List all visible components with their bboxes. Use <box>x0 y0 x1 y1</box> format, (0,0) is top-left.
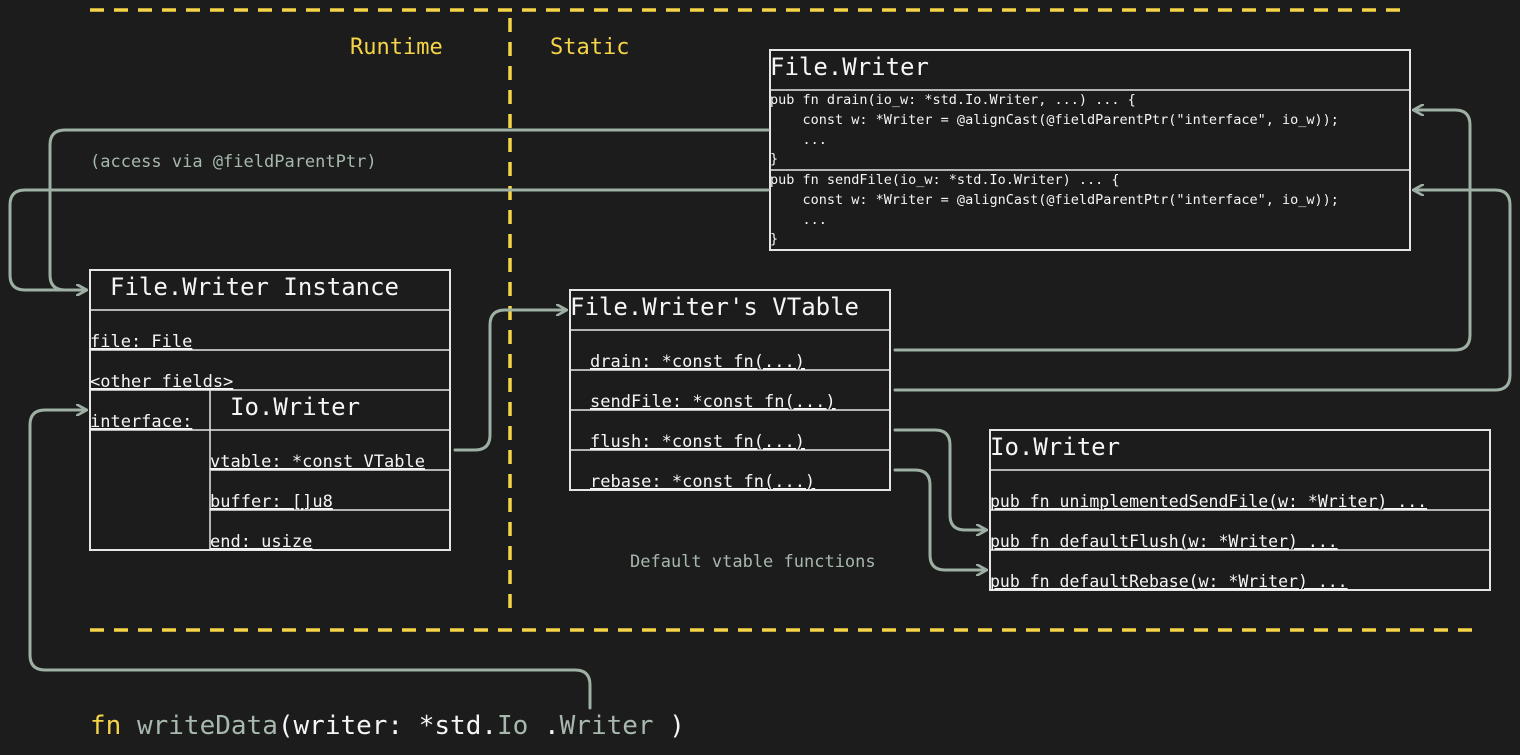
static-label: Static <box>550 35 629 60</box>
vtable-entry-sendfile: sendFile: *const fn(...) <box>590 392 836 412</box>
sendfile-line-2: const w: *Writer = @alignCast(@fieldPare… <box>770 192 1339 208</box>
fn-default-flush: pub fn defaultFlush(w: *Writer) ... <box>990 532 1338 551</box>
end-field: end: usize <box>210 532 312 552</box>
arrow-rebase-to-default-rebase <box>893 468 986 570</box>
file-field: file: File <box>90 332 192 352</box>
function-signature: fn writeData(writer: *std.Io .Writer ) <box>90 711 685 741</box>
embedded-io-writer-title: Io.Writer <box>230 393 360 421</box>
file-writer-title: File.Writer <box>770 53 929 81</box>
file-writer-box: File.Writer pub fn drain(io_w: *std.Io.W… <box>769 49 1411 251</box>
drain-line-1: pub fn drain(io_w: *std.Io.Writer, ...) … <box>770 92 1136 108</box>
arrow-sendfile-entry-to-sendfile <box>893 190 1512 392</box>
vtable-entry-drain: drain: *const fn(...) <box>590 352 805 372</box>
sendfile-line-4: } <box>770 231 778 247</box>
vtable-title: File.Writer's VTable <box>570 293 859 321</box>
fn-param-writer: Writer <box>560 711 654 741</box>
arrow-param-to-interface <box>28 410 592 710</box>
file-writer-instance-box: File.Writer Instance file: File <other f… <box>89 269 451 552</box>
buffer-field: buffer: []u8 <box>210 492 333 512</box>
fn-keyword: fn <box>90 711 121 741</box>
other-fields: <other fields> <box>90 372 233 392</box>
access-note: (access via @fieldParentPtr) <box>90 152 377 172</box>
interface-field: interface: <box>90 412 192 432</box>
drain-line-3: ... <box>770 132 827 148</box>
runtime-label: Runtime <box>350 35 443 60</box>
io-writer-title: Io.Writer <box>990 433 1120 461</box>
arrow-drain-entry-to-drain <box>893 110 1472 352</box>
sendfile-line-1: pub fn sendFile(io_w: *std.Io.Writer) ..… <box>770 172 1120 188</box>
vtable-entry-flush: flush: *const fn(...) <box>590 432 805 452</box>
instance-title: File.Writer Instance <box>110 273 399 301</box>
fn-params-close: ) <box>654 711 685 741</box>
arrow-vtable-field-to-vtable <box>453 310 566 452</box>
arrow-flush-to-default-flush <box>893 428 986 530</box>
arrow-sendfile-to-instance <box>8 188 770 290</box>
drain-line-2: const w: *Writer = @alignCast(@fieldPare… <box>770 112 1339 128</box>
drain-line-4: } <box>770 151 778 167</box>
fn-name: writeData <box>137 711 278 741</box>
fn-default-rebase: pub fn defaultRebase(w: *Writer) ... <box>990 572 1348 591</box>
vtable-field: vtable: *const VTable <box>210 452 425 472</box>
fn-param-io: Io <box>497 711 528 741</box>
fn-param-dot: . <box>528 711 559 741</box>
sendfile-line-3: ... <box>770 212 827 228</box>
vtable-box: File.Writer's VTable drain: *const fn(..… <box>569 289 891 492</box>
io-writer-box: Io.Writer pub fn unimplementedSendFile(w… <box>989 429 1491 591</box>
default-vtable-note: Default vtable functions <box>630 552 876 572</box>
vtable-entry-rebase: rebase: *const fn(...) <box>590 472 815 492</box>
fn-unimplemented-sendfile: pub fn unimplementedSendFile(w: *Writer)… <box>990 492 1427 511</box>
fn-params-open: (writer: *std. <box>278 711 497 741</box>
